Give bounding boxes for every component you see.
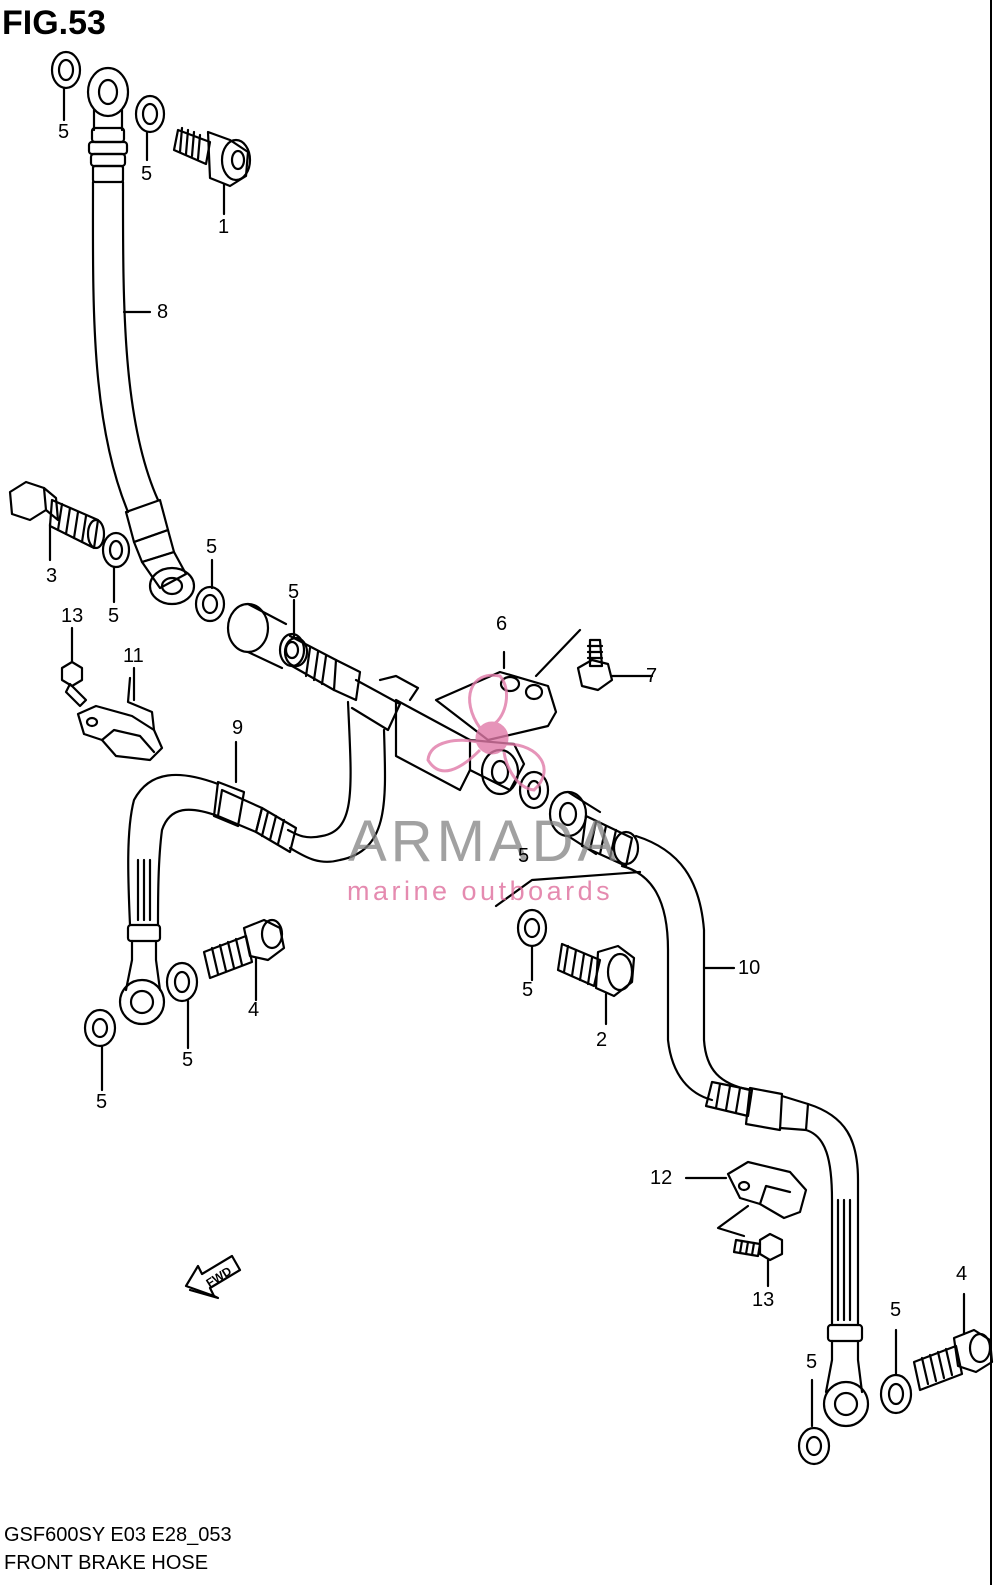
callout-label: 5 bbox=[96, 1091, 108, 1113]
fwd-arrow-icon bbox=[184, 1254, 242, 1300]
washer-5-mid-left bbox=[101, 531, 131, 604]
clamp-11 bbox=[76, 666, 164, 762]
washer-5-lower-left-2 bbox=[83, 1008, 117, 1092]
diagram-name: FRONT BRAKE HOSE bbox=[4, 1552, 209, 1574]
callout-label: 5 bbox=[141, 163, 153, 185]
watermark-tagline: marine outboards bbox=[347, 876, 614, 906]
union-bolt-3 bbox=[8, 480, 106, 562]
watermark-brand: ARMADA bbox=[348, 809, 621, 874]
brake-hose-8 bbox=[86, 66, 196, 606]
callout-label: 5 bbox=[206, 536, 218, 558]
washer-5-center-1 bbox=[194, 558, 226, 623]
washer-5-center-3 bbox=[516, 908, 548, 982]
callout-label: 6 bbox=[496, 613, 508, 635]
clamp-12 bbox=[684, 1160, 808, 1238]
bolt-13-right bbox=[732, 1232, 784, 1288]
bolt-7 bbox=[576, 638, 654, 692]
union-bolt-4-left bbox=[202, 918, 286, 1002]
washer-5-top-left bbox=[50, 50, 82, 122]
washer-5-lower-right-1 bbox=[879, 1328, 913, 1415]
callout-label: 4 bbox=[956, 1263, 968, 1285]
callout-label: 5 bbox=[288, 581, 300, 603]
callout-label: 2 bbox=[596, 1029, 608, 1051]
callout-label: 5 bbox=[182, 1049, 194, 1071]
callout-label: 10 bbox=[738, 957, 761, 979]
callout-label: 5 bbox=[518, 845, 530, 867]
callout-label: 12 bbox=[650, 1167, 673, 1189]
callout-label: 5 bbox=[890, 1299, 902, 1321]
brake-hose-9 bbox=[118, 700, 387, 1026]
bolt-13-left bbox=[60, 626, 88, 708]
callout-label: 5 bbox=[58, 121, 70, 143]
junction-block-6 bbox=[226, 602, 582, 810]
callout-label: 8 bbox=[157, 301, 169, 323]
washer-5-lower-right-2 bbox=[797, 1378, 831, 1466]
washer-5-top-right bbox=[134, 94, 166, 162]
callout-label: 3 bbox=[46, 565, 58, 587]
union-bolt-2 bbox=[556, 942, 636, 1026]
figure-title: FIG.53 bbox=[2, 4, 106, 42]
callout-label: 13 bbox=[752, 1289, 775, 1311]
model-code: GSF600SY E03 E28_053 bbox=[4, 1524, 232, 1546]
callout-label: 7 bbox=[646, 665, 658, 687]
washer-5-lower-left-1 bbox=[165, 961, 199, 1050]
callout-label: 5 bbox=[522, 979, 534, 1001]
callout-label: 9 bbox=[232, 717, 244, 739]
propeller-icon bbox=[426, 673, 546, 792]
callout-label: 5 bbox=[108, 605, 120, 627]
callout-label: 1 bbox=[218, 216, 230, 238]
washer-5-center-2 bbox=[283, 598, 309, 668]
callout-label: 4 bbox=[248, 999, 260, 1021]
brake-hose-10 bbox=[494, 790, 870, 1428]
union-bolt-1 bbox=[172, 126, 252, 216]
callout-label: 5 bbox=[806, 1351, 818, 1373]
union-bolt-4-right bbox=[912, 1292, 994, 1392]
border-line bbox=[990, 0, 992, 1585]
callout-label: 11 bbox=[123, 645, 144, 667]
callout-label: 13 bbox=[61, 605, 84, 627]
